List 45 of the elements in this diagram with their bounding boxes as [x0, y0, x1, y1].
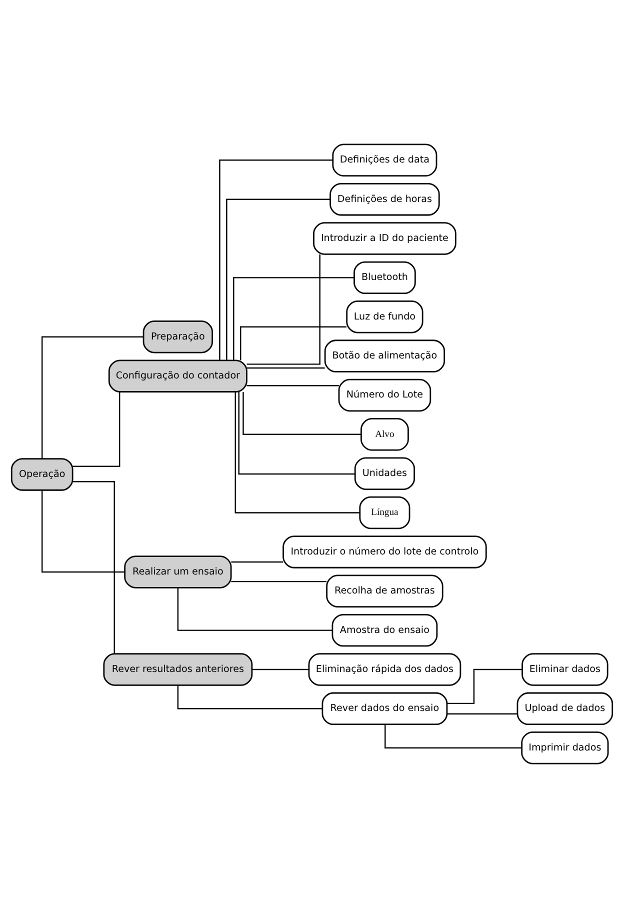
node-box: Realizar um ensaio	[124, 555, 232, 588]
node-box: Rever resultados anteriores	[103, 652, 253, 686]
node-box: Preparação	[142, 320, 213, 353]
connector	[41, 336, 144, 458]
connector	[41, 490, 125, 572]
connector	[177, 684, 322, 709]
connector	[242, 392, 362, 435]
connector	[72, 480, 115, 654]
node-box: Introduzir a ID do paciente	[313, 222, 456, 254]
connector	[72, 391, 120, 467]
node-box: Número do Lote	[338, 378, 432, 412]
node-box: Bluetooth	[354, 260, 416, 294]
node-box: Eliminação rápida dos dados	[308, 652, 462, 686]
connector	[246, 254, 320, 364]
connector	[234, 391, 360, 513]
node-box: Recolha de amostras	[326, 574, 444, 607]
node-box: Eliminar dados	[522, 652, 608, 686]
node-box: Amostra do ensaio	[332, 613, 438, 646]
connector	[246, 384, 339, 386]
connector	[233, 276, 354, 360]
connector	[177, 587, 332, 630]
connector	[246, 366, 325, 368]
node-box: Luz de fundo	[346, 300, 424, 333]
node-box: Definições de horas	[330, 182, 440, 216]
node-box: Definições de data	[332, 143, 438, 176]
connector	[446, 712, 518, 714]
node-box: Upload de dados	[516, 692, 614, 725]
node-box: Alvo	[360, 418, 409, 450]
node-box: Língua	[359, 496, 410, 529]
connector	[226, 198, 330, 360]
connector	[238, 391, 355, 474]
connector	[231, 580, 327, 582]
node-box: Unidades	[354, 456, 415, 490]
connector	[447, 668, 522, 704]
connector	[219, 159, 333, 360]
node-box: Introduzir o número do lote de controlo	[282, 535, 487, 568]
connector	[384, 724, 522, 748]
connector	[231, 560, 284, 562]
connector	[240, 326, 346, 360]
node-box: Rever dados do ensaio	[322, 692, 448, 725]
node-box: Imprimir dados	[521, 730, 609, 764]
node-box: Botão de alimentação	[324, 339, 446, 372]
node-box: Configuração do contador	[108, 359, 248, 392]
connector	[252, 668, 309, 670]
node-box: Operação	[10, 458, 74, 490]
